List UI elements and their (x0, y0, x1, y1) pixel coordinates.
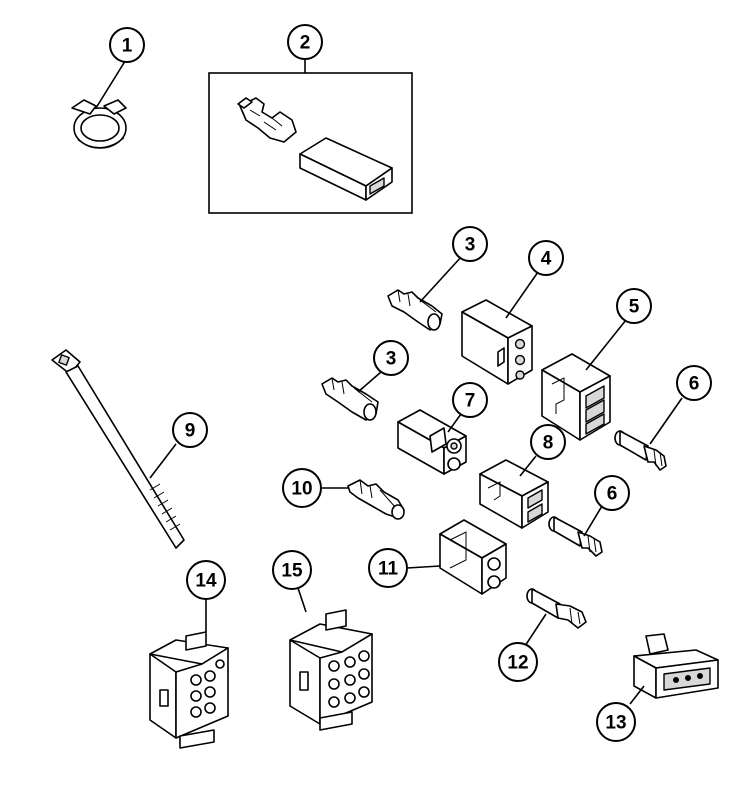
callout-3a-label: 3 (465, 235, 476, 256)
part-7-housing (397, 409, 467, 475)
part-15-connector (289, 609, 373, 731)
part-9-cable-tie (51, 349, 185, 549)
callout-14: 14 (186, 560, 226, 600)
callout-10: 10 (282, 468, 322, 508)
callout-15: 15 (272, 550, 312, 590)
callout-6a-label: 6 (689, 374, 700, 395)
part-8-housing (479, 459, 549, 529)
callout-6b-label: 6 (607, 484, 618, 505)
callout-11: 11 (368, 548, 408, 588)
part-14-connector (149, 631, 229, 749)
callout-15-label: 15 (281, 561, 303, 582)
part-5-housing (541, 353, 611, 441)
callout-4: 4 (528, 240, 564, 276)
leader-lines (95, 57, 683, 705)
part-3a-terminal (387, 289, 443, 331)
callout-4-label: 4 (541, 249, 552, 270)
part-6a-terminal (614, 430, 667, 471)
part-6b-terminal (548, 516, 603, 557)
part-11-housing (439, 519, 507, 595)
callout-8: 8 (530, 424, 566, 460)
callout-9: 9 (172, 412, 208, 448)
callout-5: 5 (616, 288, 652, 324)
callout-11-label: 11 (378, 559, 399, 580)
part-1-clamp (71, 99, 127, 149)
part-4-housing (461, 299, 533, 385)
callout-3b: 3 (373, 340, 409, 376)
callout-13-label: 13 (605, 713, 626, 734)
callout-8-label: 8 (543, 433, 554, 454)
callout-7: 7 (452, 382, 488, 418)
part-3b-terminal (321, 377, 379, 421)
callout-6b: 6 (594, 475, 630, 511)
callout-12: 12 (498, 642, 538, 682)
callout-9-label: 9 (185, 421, 196, 442)
part-12-pin (526, 588, 587, 629)
callout-6a: 6 (676, 365, 712, 401)
callout-3b-label: 3 (386, 349, 397, 370)
callout-13: 13 (596, 702, 636, 742)
callout-2: 2 (287, 24, 323, 60)
callout-1: 1 (109, 27, 145, 63)
part-13-socket (633, 633, 719, 699)
part-10-terminal (347, 479, 405, 520)
callout-5-label: 5 (629, 297, 640, 318)
callout-1-label: 1 (122, 36, 133, 57)
callout-3a: 3 (452, 226, 488, 262)
callout-10-label: 10 (291, 479, 312, 500)
callout-7-label: 7 (465, 391, 476, 412)
part-2-terminal-kit (208, 72, 413, 214)
callout-2-label: 2 (300, 33, 311, 54)
callout-14-label: 14 (195, 571, 217, 592)
callout-12-label: 12 (507, 653, 528, 674)
